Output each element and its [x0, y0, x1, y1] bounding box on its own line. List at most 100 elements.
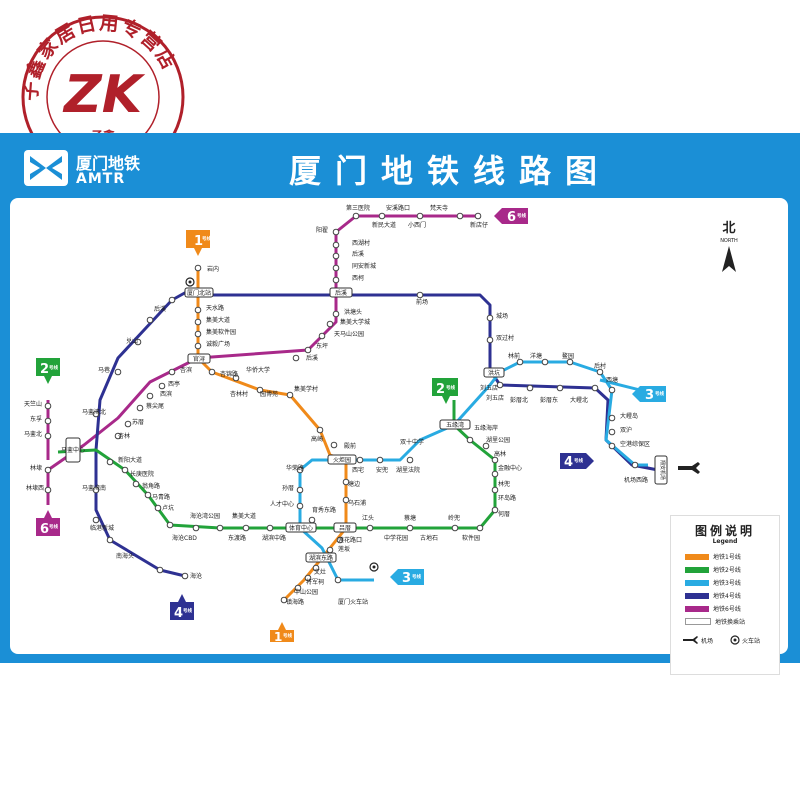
- station-label: 新阳大道: [118, 456, 142, 464]
- station-marker: [256, 386, 264, 394]
- station-marker: [144, 491, 152, 499]
- station-marker: [366, 524, 374, 532]
- transfer-station: [333, 522, 357, 533]
- svg-text:号线: 号线: [183, 607, 192, 614]
- compass-label-en: NORTH: [720, 238, 738, 244]
- station-label: 兑山: [126, 337, 138, 345]
- station-label: 阳翟: [316, 226, 328, 234]
- station-label: 林埭西: [26, 484, 44, 492]
- page-title: 厦门地铁线路图: [288, 152, 611, 190]
- station-label: 翁角路: [142, 482, 160, 490]
- svg-text:6: 6: [507, 210, 516, 225]
- station-marker: [316, 426, 324, 434]
- line-1-badge-top: 1 号线: [186, 230, 211, 256]
- svg-text:3: 3: [645, 388, 654, 403]
- station-label: 湖里公园: [486, 436, 510, 444]
- station-label: 双过村: [496, 334, 514, 342]
- legend-swatch: [685, 553, 709, 560]
- station-marker: [491, 506, 499, 514]
- station-marker: [132, 480, 140, 488]
- station-label: 安溪路口: [386, 204, 410, 212]
- station-marker: [332, 228, 340, 236]
- compass-label: 北: [722, 221, 735, 236]
- station-label: 同安新城: [352, 262, 376, 270]
- station-label: 后溪: [335, 289, 347, 297]
- legend-label: 地铁6号线: [713, 606, 741, 613]
- station-label: 文灶: [314, 568, 326, 576]
- svg-text:号线: 号线: [49, 364, 58, 371]
- station-marker: [476, 524, 484, 532]
- station-marker: [280, 596, 288, 604]
- compass: 北 NORTH: [720, 221, 738, 272]
- station-label: 吕厝: [339, 525, 351, 532]
- station-label: 第三医院: [346, 204, 370, 212]
- transfer-station: [285, 522, 317, 533]
- brand-name-cn: 厦门地铁: [76, 154, 141, 173]
- station-label: 空港综保区: [620, 440, 650, 448]
- station-label: 西湖村: [352, 239, 370, 247]
- transfer-station: [329, 287, 353, 298]
- line-2-path: [57, 400, 497, 530]
- transfer-hubs: 厦门北站 官浔 后溪 马銮中心 火炬园 吕厝 体育中心 湖滨东路 洪坑 五缘湾: [61, 287, 505, 563]
- station-marker: [482, 442, 490, 450]
- station-marker: [232, 374, 240, 382]
- station-label: 海沧湾公园: [190, 512, 220, 520]
- station-marker: [194, 342, 202, 350]
- station-label: 城场: [496, 312, 508, 320]
- station-marker: [44, 486, 52, 494]
- station-marker: [308, 516, 316, 524]
- station-marker: [332, 264, 340, 272]
- station-marker: [44, 402, 52, 410]
- station-label: 林兜: [498, 480, 510, 488]
- station-marker: [134, 338, 142, 346]
- station-label: 林前: [508, 352, 520, 360]
- transfer-station: [305, 552, 337, 563]
- station-label: 五缘海岸: [474, 424, 498, 432]
- station-marker: [456, 212, 464, 220]
- station-label: 孙厝: [282, 484, 294, 492]
- station-marker: [216, 524, 224, 532]
- station-label: 殿前: [344, 442, 356, 450]
- station-marker: [326, 320, 334, 328]
- legend-item: 地铁3号线: [685, 578, 741, 587]
- station-label: 天马山公园: [334, 330, 364, 338]
- station-label: 西宅: [352, 466, 364, 474]
- station-marker: [92, 516, 100, 524]
- station-label: 园博苑: [260, 390, 278, 398]
- station-marker: [451, 524, 459, 532]
- airport-icon: [683, 636, 698, 644]
- station-label: 集美软件园: [206, 328, 236, 336]
- station-marker: [332, 310, 340, 318]
- legend-train-label: 火车站: [742, 637, 760, 645]
- station-label: 大嶝北: [570, 396, 588, 404]
- legend-item: 地铁4号线: [685, 591, 741, 600]
- svg-text:号线: 号线: [655, 390, 664, 397]
- svg-text:3: 3: [402, 571, 411, 586]
- station-marker: [474, 212, 482, 220]
- station-label: 华侨大学: [246, 366, 270, 374]
- station-label: 厦门北站: [187, 289, 211, 297]
- station-marker: [106, 536, 114, 544]
- station-label: 人才中心: [270, 500, 294, 508]
- station-marker: [342, 496, 350, 504]
- station-label: 机场西路: [624, 476, 648, 484]
- station-label: 西柯: [352, 274, 364, 282]
- station-label: 东孚: [30, 415, 42, 423]
- station-labels: 岩内 天水路 集美大道 集美软件园 诚毅广场 杏锦路 华侨大学 杏林村 园博苑 …: [24, 204, 650, 606]
- airport-station: [654, 455, 668, 485]
- transfer-station: [187, 353, 211, 364]
- station-marker: [608, 386, 616, 394]
- station-label: 杏林: [118, 432, 130, 440]
- station-label: 莲花路口: [338, 536, 362, 544]
- legend-item: 地铁换乘站: [685, 617, 745, 626]
- legend-label: 地铁2号线: [713, 567, 741, 574]
- station-label: 马銮中心: [61, 446, 85, 454]
- map-legend: 图例说明 Legend 地铁1号线 地铁2号线 地铁3号线 地铁4号线 地铁6号…: [670, 515, 780, 675]
- station-marker: [194, 264, 202, 272]
- station-marker: [304, 346, 312, 354]
- brand-name-en: AMTR: [76, 171, 126, 187]
- station-label: 西滨: [160, 390, 172, 398]
- line-6-badge-top: 6 号线: [494, 208, 528, 225]
- station-marker: [146, 392, 154, 400]
